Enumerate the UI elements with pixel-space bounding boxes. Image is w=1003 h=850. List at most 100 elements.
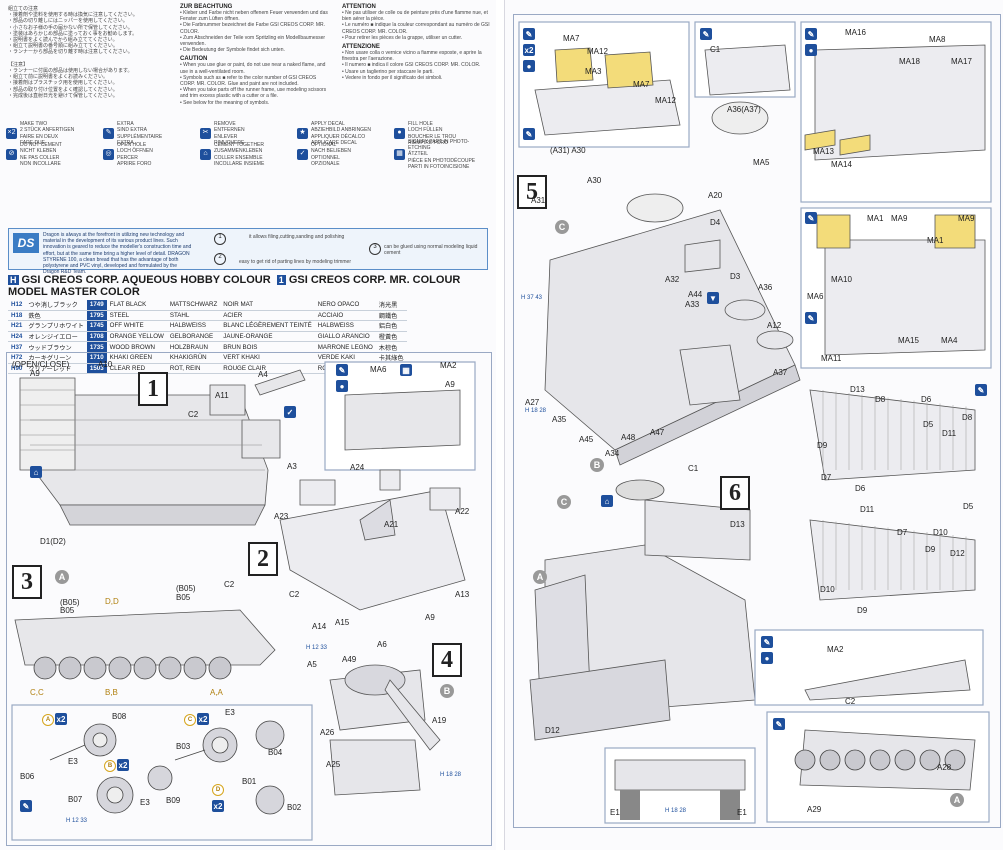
label-D8-b: D8: [962, 413, 973, 422]
label-A45: A45: [579, 435, 594, 444]
label-D7: D7: [821, 473, 832, 482]
label-A9: A9: [30, 369, 40, 378]
road-wheel: [58, 656, 82, 680]
paint-cell-jp: ウッドブラウン: [25, 341, 87, 353]
label-MA9-b: MA9: [958, 214, 975, 223]
road-wheel: [869, 749, 891, 771]
label-MA15: MA15: [898, 336, 919, 345]
label-MA10: MA10: [831, 275, 852, 284]
no-cement-icon: ⊘: [6, 149, 17, 160]
road-wheel: [133, 656, 157, 680]
runner-D-small: D: [212, 784, 224, 796]
paint-cell-de: GELBORANGE: [166, 331, 221, 343]
step-5-number: 5: [517, 175, 547, 209]
label-MA7-b: MA7: [633, 80, 650, 89]
paint-cell-en: ORANGE YELLOW: [106, 331, 167, 343]
label-B05-right: B05: [176, 593, 191, 602]
label-D12-b: D12: [545, 726, 560, 735]
road-wheel: [158, 656, 182, 680]
label-D6-b: D6: [855, 484, 866, 493]
road-wheel: [919, 749, 941, 771]
paint-cell-it: MARRONE LEGNO: [314, 341, 376, 353]
label-B07: B07: [68, 795, 83, 804]
remove-icon: ✂: [200, 128, 211, 139]
paint-cell-jp: グランプリホワイト: [25, 320, 87, 332]
road-wheel: [844, 749, 866, 771]
label-A47: A47: [650, 428, 665, 437]
label-BB: B,B: [105, 688, 118, 697]
label-B05-left: B05: [60, 606, 75, 615]
left-page-drawings: [11, 361, 476, 841]
road-wheel: [33, 656, 57, 680]
ds-tip-3: can be glued using normal modeling liqui…: [384, 244, 478, 257]
label-A48: A48: [621, 433, 636, 442]
runner-A-badge: A: [533, 570, 547, 584]
label-D6: D6: [921, 395, 932, 404]
step-4-number: 4: [432, 643, 462, 677]
runner-B-badge: B: [590, 458, 604, 472]
label-MA3: MA3: [585, 67, 602, 76]
left-page: 組立ての注意・接着剤や塗料を使用する時は換気に注意してください。・部品の切り離し…: [0, 0, 496, 850]
paint-cell-fr: BRUN BOIS: [220, 341, 315, 353]
fill-hole-icon: ●: [523, 60, 535, 72]
label-E3-a: E3: [68, 757, 78, 766]
label-A9-detail: A9: [445, 380, 455, 389]
label-A37: A37: [773, 368, 788, 377]
paint-cell-code: 1708: [86, 331, 107, 343]
label-A13: A13: [455, 590, 470, 599]
label-D10: D10: [933, 528, 948, 537]
label-A36A37: A36(A37): [727, 105, 761, 114]
color-code-h12-33: H 12 33: [306, 645, 328, 651]
label-MA12-b: MA12: [655, 96, 676, 105]
paint-cell-en: WOOD BROWN: [106, 341, 167, 353]
photo-etch-icon: ▦: [394, 149, 405, 160]
mr-colour-badge: 1: [276, 275, 286, 285]
paint-cell-jp: カーキグリーン: [25, 352, 87, 364]
label-MA7: MA7: [563, 34, 580, 43]
label-D13-b: D13: [730, 520, 745, 529]
label-C1: C1: [710, 45, 721, 54]
cement-icon: ⌂: [601, 495, 613, 507]
fill-hole-icon: ●: [805, 44, 817, 56]
step-c-icon: 3: [369, 243, 381, 255]
make-two-icon: x2: [197, 713, 209, 725]
ds-tip-2: easy to get rid of parting lines by mode…: [239, 259, 351, 265]
open-hole-icon: ◎: [103, 149, 114, 160]
right-page-drawings: [518, 21, 992, 824]
paint-cell-jp: つや消しブラック: [25, 300, 87, 311]
label-D9: D9: [817, 441, 828, 450]
make-two-icon: x2: [523, 44, 535, 56]
runner-A-badge: A: [55, 570, 69, 584]
label-open-close: (OPEN/CLOSE): [12, 360, 70, 369]
paint-cell-cn: 橙黃色: [375, 331, 407, 343]
runner-C-badge-b: C: [557, 495, 571, 509]
paint-cell-it: GIALLO ARANCIO: [314, 331, 376, 343]
paint-cell-code: 1745: [86, 320, 107, 332]
label-B03: B03: [176, 742, 191, 751]
color-code-h12-33-b: H 12 33: [66, 818, 88, 824]
label-B06: B06: [20, 772, 35, 781]
label-D1D2: D1(D2): [40, 537, 66, 546]
paint-cell-h: H12: [8, 300, 26, 311]
remove-icon: ▼: [707, 292, 719, 304]
label-B08: B08: [112, 712, 127, 721]
label-MA9: MA9: [891, 214, 908, 223]
label-MA2-right: MA2: [827, 645, 844, 654]
extra-icon: ✎: [103, 128, 114, 139]
label-A23: A23: [274, 512, 289, 521]
label-D4: D4: [710, 218, 721, 227]
label-A27: A27: [525, 398, 540, 407]
step-6-number: 6: [720, 476, 750, 510]
label-MA5: MA5: [753, 158, 770, 167]
model-master-label: MODEL MASTER COLOR: [8, 286, 140, 298]
step-a-icon: 1: [214, 233, 226, 245]
label-A25: A25: [326, 760, 341, 769]
label-A31A30: (A31) A30: [550, 146, 586, 155]
road-wheel: [183, 656, 207, 680]
label-E3-c: E3: [225, 708, 235, 717]
